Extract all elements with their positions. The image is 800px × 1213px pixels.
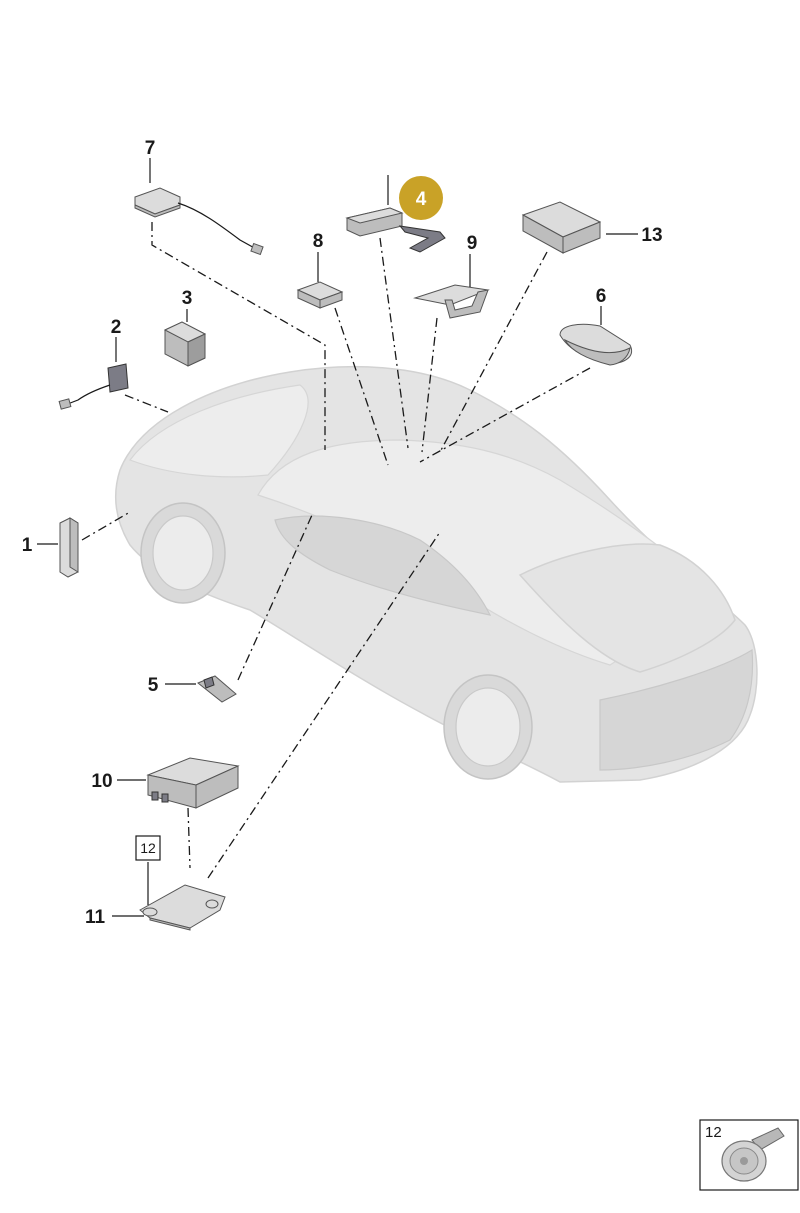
callout-7[interactable]: 7 — [145, 138, 156, 159]
part-13-control-unit — [521, 201, 602, 254]
inset-part-12: 12 — [699, 1119, 799, 1191]
callout-3[interactable]: 3 — [182, 288, 193, 309]
part-3-control-box — [163, 321, 207, 367]
callout-1[interactable]: 1 — [22, 535, 33, 556]
callout-10[interactable]: 10 — [91, 771, 112, 792]
car-illustration — [114, 365, 758, 783]
part-7-antenna-module — [134, 187, 264, 256]
inset-label: 12 — [705, 1124, 722, 1141]
part-4-control-unit — [345, 207, 446, 253]
callout-12[interactable]: 12 — [140, 840, 156, 856]
callout-13[interactable]: 13 — [641, 225, 662, 246]
callout-12-box — [135, 835, 161, 861]
callout-8[interactable]: 8 — [313, 231, 324, 252]
callout-9[interactable]: 9 — [467, 233, 478, 254]
part-8-module — [296, 281, 344, 309]
dashed-reference-lines — [81, 222, 591, 879]
part-2-antenna-panel — [58, 363, 129, 410]
screw-icon — [721, 1127, 785, 1182]
callout-labels: 7 8 9 13 3 6 2 1 5 10 11 12 4 — [22, 138, 663, 928]
part-10-control-unit — [146, 757, 240, 809]
part-11-bracket — [139, 884, 226, 931]
callout-6[interactable]: 6 — [596, 286, 607, 307]
callout-2[interactable]: 2 — [111, 317, 122, 338]
callout-5[interactable]: 5 — [148, 675, 159, 696]
part-6-cover — [559, 323, 633, 366]
callout-4-badge — [399, 176, 443, 220]
callout-4[interactable]: 4 — [416, 189, 427, 210]
part-5-clip — [197, 675, 237, 703]
part-1-panel — [59, 517, 79, 578]
part-9-bracket — [413, 284, 490, 319]
callout-11[interactable]: 11 — [85, 907, 106, 928]
leader-lines — [37, 158, 638, 917]
